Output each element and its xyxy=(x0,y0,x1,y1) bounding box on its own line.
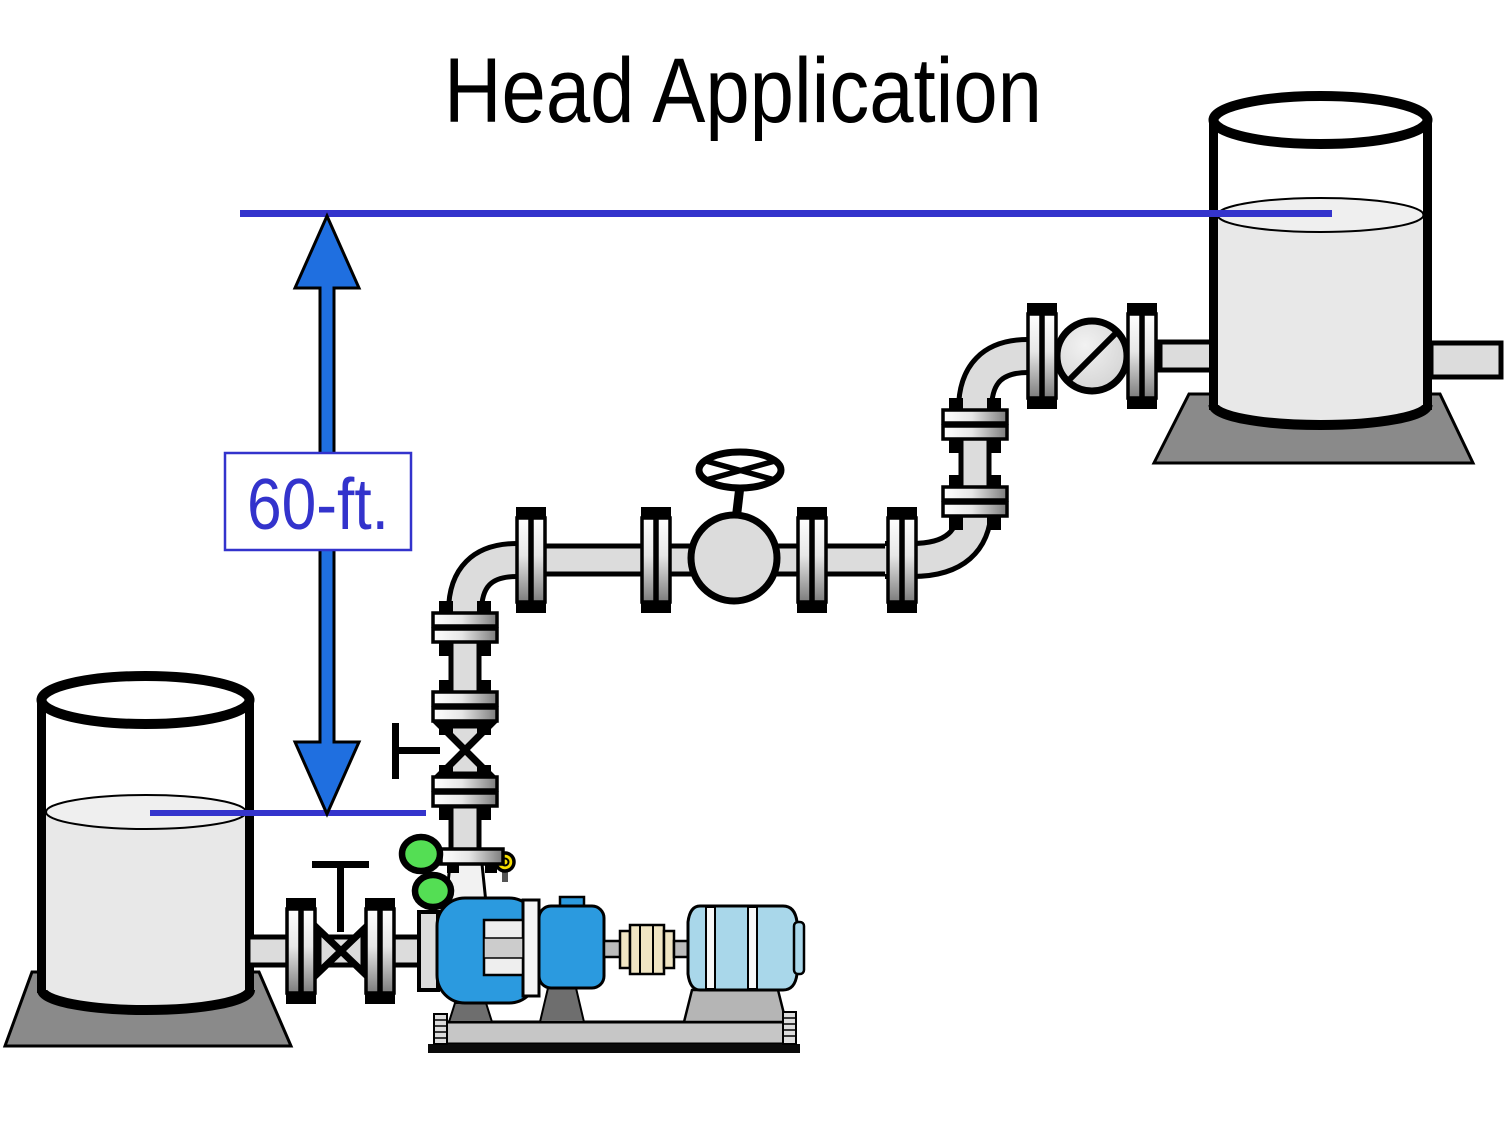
upper-vertical-piping xyxy=(941,337,1048,530)
suction-valve-stem xyxy=(337,868,344,932)
lower-tank-wall-right xyxy=(245,698,254,993)
lower-tank-top-rim xyxy=(36,671,255,729)
discharge-valve-stem xyxy=(398,747,440,754)
suction-gate-valve xyxy=(314,920,368,982)
discharge-elbow xyxy=(451,546,537,640)
flange-pair xyxy=(431,765,499,820)
globe-valve-body xyxy=(687,511,781,605)
flange-pair xyxy=(1026,303,1058,409)
tank-outlet-stub xyxy=(1428,340,1504,380)
check-valve-flap xyxy=(1066,330,1119,383)
anchor-bolts xyxy=(433,1011,797,1045)
lower-level-line xyxy=(150,810,426,816)
indicator-lights xyxy=(398,833,455,911)
flange-pair xyxy=(431,680,499,735)
flange-pair xyxy=(640,507,672,613)
motor-end-cap xyxy=(792,920,806,976)
pump-suction-flange xyxy=(417,910,440,992)
pump-foot xyxy=(538,987,586,1023)
flange-pair xyxy=(941,398,1009,453)
lower-tank-bottom-rim xyxy=(37,988,255,1015)
pump-discharge-flange xyxy=(439,847,505,866)
head-annotation: 60-ft. xyxy=(150,210,1332,818)
flange-pair xyxy=(364,898,396,1004)
flange-pair xyxy=(941,475,1009,530)
upper-level-line xyxy=(240,210,1332,217)
head-label-box xyxy=(223,451,413,552)
head-label: 60-ft. xyxy=(247,465,389,545)
upper-tank-wall-right xyxy=(1423,118,1432,410)
pump-assembly xyxy=(417,847,806,1053)
upper-tank-wall-left xyxy=(1209,118,1218,410)
pump-foot xyxy=(447,1002,494,1023)
green-light-icon xyxy=(411,871,455,911)
lower-tank-wall-left xyxy=(37,698,46,993)
middle-piping xyxy=(515,448,994,613)
flange-pair xyxy=(1126,303,1158,409)
lower-tank-liquid xyxy=(46,812,246,990)
electric-motor xyxy=(686,904,806,992)
page-title: Head Application xyxy=(444,40,1042,142)
pump-baseplate xyxy=(432,1020,797,1046)
flange-pair xyxy=(285,898,317,1004)
top-elbow xyxy=(961,342,1048,436)
suction-piping xyxy=(245,861,424,1004)
flange-pair xyxy=(886,507,918,613)
upper-tank-liquid-bottom xyxy=(1217,403,1424,422)
pump-bearing-housing xyxy=(537,904,606,990)
green-light-icon xyxy=(398,833,444,875)
upper-tank-bottom-rim xyxy=(1208,403,1433,430)
upper-tank-liquid xyxy=(1217,215,1424,403)
discharge-pipe-lower xyxy=(448,803,482,857)
flange-pair xyxy=(515,507,547,613)
upper-tank xyxy=(1151,91,1504,465)
top-piping xyxy=(1026,303,1163,409)
flange-pair xyxy=(796,507,828,613)
pump-backplate xyxy=(521,898,541,998)
suction-valve-handle xyxy=(312,861,369,868)
shaft-coupling xyxy=(618,923,676,976)
discharge-valve-handle xyxy=(392,723,399,779)
upper-tank-top-rim xyxy=(1208,91,1433,149)
flange-pair xyxy=(431,601,499,656)
discharge-piping xyxy=(392,541,537,857)
motor-pedestal xyxy=(682,988,788,1024)
base-rail xyxy=(428,1044,800,1053)
